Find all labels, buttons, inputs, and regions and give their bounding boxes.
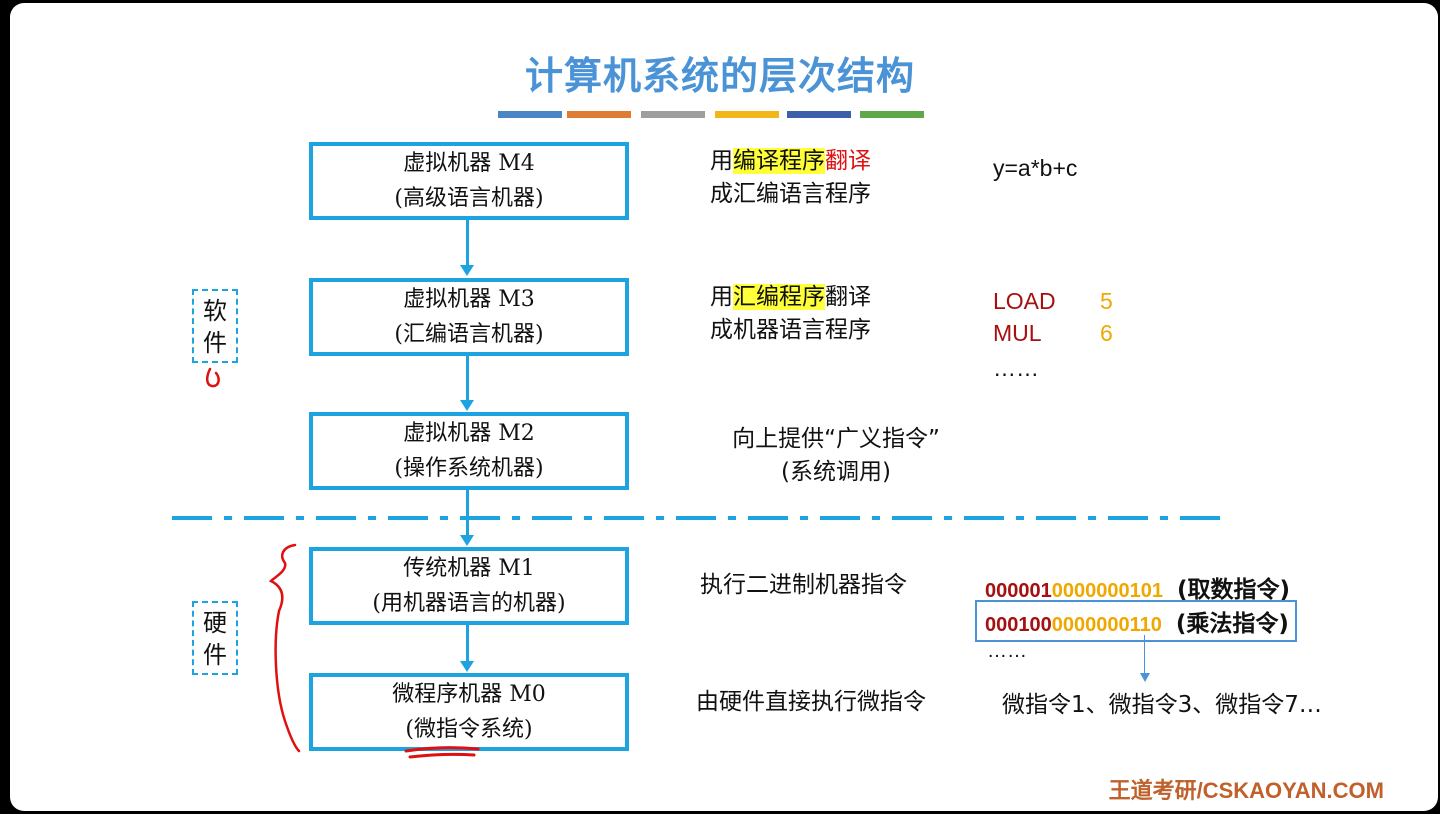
binary-instruction-1: 0000010000000101 (取数指令) [985,570,1290,604]
arrow-head-m1 [460,535,474,546]
translate-word: 翻译 [825,148,871,174]
binary-2-address: 0000000110 [1051,614,1162,636]
assembler-highlight: 汇编程序 [733,284,825,310]
asm-arg-load: 5 [1100,288,1113,314]
slide-title: 计算机系统的层次结构 [524,54,915,98]
color-bar-6 [860,111,924,118]
color-bar-5 [787,111,851,118]
arrow-head-m0 [460,661,474,672]
software-label-text: 软件 [203,297,227,357]
arrow-m4-m3 [466,218,469,268]
slide: 计算机系统的层次结构 虚拟机器 M4 (高级语言机器) 虚拟机器 M3 (汇编语… [10,3,1438,811]
box-m2-desc: (操作系统机器) [394,456,544,481]
box-m2-name: 虚拟机器 M2 [403,421,535,446]
color-bar-4 [715,111,779,118]
box-m4-desc: (高级语言机器) [394,186,544,211]
binary-2-note: (乘法指令) [1175,611,1289,637]
box-m1-name: 传统机器 M1 [403,556,535,581]
software-label: 软件 [192,289,238,363]
arrow-head-m2 [460,400,474,411]
arrow-m2-m1 [466,488,469,537]
binary-1-address: 0000000101 [1051,580,1163,602]
micro-instructions: 微指令1、微指令3、微指令7… [1002,692,1322,718]
hardware-label: 硬件 [192,601,238,675]
micro-arrow-line [1144,635,1145,675]
high-level-expression: y=a*b+c [993,155,1078,181]
box-m1: 传统机器 M1 (用机器语言的机器) [309,547,629,625]
box-m0-desc: (微指令系统) [405,717,533,742]
color-bar-2 [567,111,631,118]
compiler-highlight: 编译程序 [733,148,825,174]
box-m2: 虚拟机器 M2 (操作系统机器) [309,412,629,490]
arrow-m1-m0 [466,623,469,663]
desc-m3-prefix: 用 [710,284,733,310]
handwritten-mark-icon [206,367,220,388]
desc-m2: 向上提供“广义指令” (系统调用) [705,423,967,489]
desc-m2-line2: (系统调用) [781,459,891,485]
color-bar-1 [498,111,562,118]
binary-1-note: (取数指令) [1176,577,1291,603]
desc-m3-line2: 成机器语言程序 [710,317,871,343]
box-m3-desc: (汇编语言机器) [394,322,544,347]
asm-ellipsis: …… [993,355,1039,381]
box-m3: 虚拟机器 M3 (汇编语言机器) [309,278,629,356]
binary-2-opcode: 000100 [985,614,1052,636]
software-hardware-divider [172,516,1220,520]
asm-op-load: LOAD [993,288,1056,314]
arrow-m3-m2 [466,354,469,402]
micro-arrow-head [1140,673,1150,682]
binary-1-opcode: 000001 [985,580,1052,602]
desc-m0: 由硬件直接执行微指令 [696,689,926,715]
arrow-head-m3 [460,265,474,276]
watermark: 王道考研/CSKAOYAN.COM [1108,778,1384,803]
color-bar-3 [641,111,705,118]
box-m3-name: 虚拟机器 M3 [403,287,535,312]
binary-ellipsis: …… [987,640,1027,662]
box-m4-name: 虚拟机器 M4 [403,151,535,176]
box-m4: 虚拟机器 M4 (高级语言机器) [309,142,629,220]
hardware-label-text: 硬件 [203,609,227,669]
desc-m4-prefix: 用 [710,148,733,174]
asm-arg-mul: 6 [1100,320,1113,346]
desc-m1: 执行二进制机器指令 [700,572,907,598]
binary-instruction-2: 0001000000000110 (乘法指令) [975,600,1297,642]
box-m0-name: 微程序机器 M0 [392,682,546,707]
desc-m2-line1: 向上提供“广义指令” [732,426,940,452]
desc-m4-line2: 成汇编语言程序 [710,181,871,207]
hardware-brace-icon [268,543,301,753]
desc-m3-translate: 翻译 [825,284,871,310]
desc-m4: 用编译程序翻译 成汇编语言程序 [710,145,871,211]
box-m1-desc: (用机器语言的机器) [372,591,566,616]
box-m0: 微程序机器 M0 (微指令系统) [309,673,629,751]
desc-m3: 用汇编程序翻译 成机器语言程序 [710,281,871,347]
underline-mark-icon [404,746,480,759]
asm-op-mul: MUL [993,320,1042,346]
